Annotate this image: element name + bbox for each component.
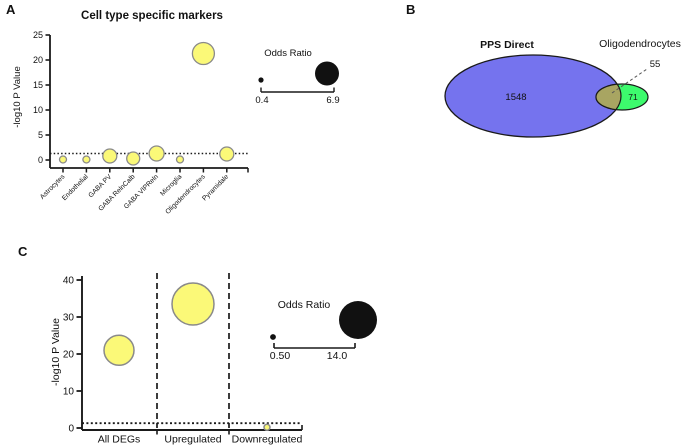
panel-a-title: Cell type specific markers <box>81 10 223 22</box>
panel-a-y-tick-label: 20 <box>33 55 43 65</box>
venn-set-a-ellipse <box>444 54 622 138</box>
panel-c-legend: Odds Ratio 0.50 14.0 <box>270 299 377 362</box>
panel-c-y-tick-label: 20 <box>63 350 75 361</box>
venn-set-a-count: 1548 <box>505 92 526 103</box>
panel-a-bubble-pyramidale <box>219 146 235 162</box>
panel-b-letter: B <box>406 2 416 17</box>
panel-a-y-tick-label: 5 <box>38 130 43 140</box>
panel-c-y-axis-label: -log10 P Value <box>50 318 62 386</box>
panel-a-bubble-gaba-vipreln <box>148 145 165 162</box>
panel-c-category-label: Upregulated <box>164 434 221 446</box>
panel-c-category-label: All DEGs <box>98 434 141 446</box>
panel-c-y-ticks: 0 10 20 30 40 <box>63 276 82 435</box>
panel-c-legend-min-label: 0.50 <box>270 350 291 362</box>
panel-a-bubble-astrocytes <box>58 155 68 164</box>
panel-c-y-tick-label: 0 <box>68 424 74 435</box>
panel-a-y-axis-label: -log10 P Value <box>12 66 23 127</box>
panel-c-letter: C <box>18 244 28 259</box>
panel-a-legend: Odds Ratio 0.4 6.9 <box>255 48 339 106</box>
panel-a-legend-max-label: 6.9 <box>326 95 339 106</box>
panel-a-y-tick-label: 0 <box>38 155 43 165</box>
panel-a-bubble-gaba-relncalb <box>126 151 141 166</box>
panel-a-category-label: Oligodendrocytes <box>164 173 207 216</box>
venn-overlap-count: 55 <box>650 59 661 70</box>
panel-c-bubble-downregulated <box>263 423 271 432</box>
venn-set-b-label: Oligodendrocytes <box>599 38 681 50</box>
panel-a-y-tick-label: 10 <box>33 105 43 115</box>
panel-a-bubble-chart: Cell type specific markers -log10 P Valu… <box>12 10 340 216</box>
panel-a-y-ticks: 0 5 10 15 20 25 <box>33 30 50 165</box>
panel-a-bubbles <box>58 41 235 166</box>
panel-c-category-label: Downregulated <box>232 434 303 446</box>
panel-a-bubble-microglia <box>175 155 185 164</box>
panel-a-y-tick-label: 15 <box>33 80 43 90</box>
panel-a-legend-min-label: 0.4 <box>255 95 268 106</box>
panel-a-bubble-oligodendrocytes <box>191 41 216 66</box>
panel-c-category-labels: All DEGs Upregulated Downregulated <box>98 425 303 446</box>
panel-c-legend-title: Odds Ratio <box>278 299 331 311</box>
panel-a-legend-title: Odds Ratio <box>264 48 312 59</box>
panel-c-y-tick-label: 10 <box>63 387 75 398</box>
panel-c-bubbles <box>103 282 271 432</box>
panel-c-legend-max-dot <box>339 301 377 339</box>
panel-a-y-tick-label: 25 <box>33 30 43 40</box>
venn-set-b-count: 71 <box>628 92 638 102</box>
panel-b-venn-diagram: PPS Direct Oligodendrocytes 1548 71 55 <box>444 38 681 138</box>
panel-a-legend-max-dot <box>315 61 339 86</box>
panel-a-category-label: Microglia <box>159 173 183 197</box>
panel-c-bubble-upregulated <box>171 282 215 326</box>
panel-c-legend-max-label: 14.0 <box>327 350 348 362</box>
panel-a-bubble-gaba-pv <box>102 148 118 164</box>
panel-c-legend-min-dot <box>270 334 276 340</box>
panel-c-bubble-all-degs <box>103 334 135 367</box>
panel-c-y-tick-label: 40 <box>63 276 75 287</box>
venn-set-a-label: PPS Direct <box>480 39 534 51</box>
panel-c-bubble-chart: -log10 P Value 0 10 20 30 40 All DEGs Upregul… <box>50 273 377 446</box>
venn-overlap-region <box>595 83 621 111</box>
venn-overlap-divider <box>596 84 622 110</box>
panel-a-bubble-endothelial <box>82 155 91 164</box>
panel-a-letter: A <box>6 2 16 17</box>
panel-a-legend-min-dot <box>258 77 264 83</box>
venn-overlap-leader-line <box>611 68 648 94</box>
panel-c-y-tick-label: 30 <box>63 313 75 324</box>
